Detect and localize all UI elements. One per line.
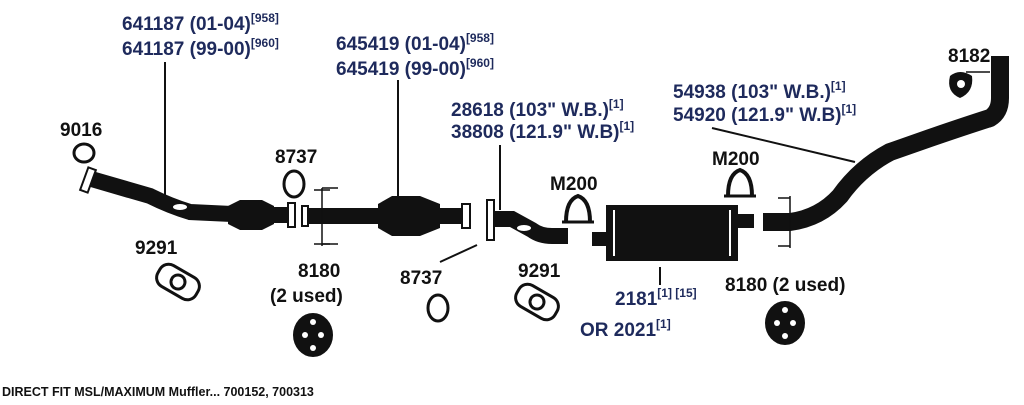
label-9016: 9016 [60,120,102,141]
label-8737-bottom: 8737 [400,268,442,289]
label-645419-01-04: 645419 (01-04)[958] [336,31,494,55]
flange-gasket-9291-left-icon [155,262,201,302]
label-645419-99-00: 645419 (99-00)[960] [336,56,494,80]
label-641187-99-00: 641187 (99-00)[960] [122,36,279,60]
leader-lines [164,62,856,285]
hanger-8182-icon [949,72,973,98]
label-2021: OR 2021[1] [580,317,671,341]
gasket-8737-top-icon [282,169,306,199]
label-641187-01-04: 641187 (01-04)[958] [122,11,279,35]
muffler [592,205,754,261]
label-9291-left: 9291 [135,238,178,259]
gasket-9016-icon [72,142,96,164]
clamp-m200-right-icon [724,167,756,198]
label-8182: 8182 [948,46,990,67]
label-9291-right: 9291 [518,261,561,282]
label-54920: 54920 (121.9" W.B)[1] [673,102,856,126]
label-m200-right: M200 [712,149,760,170]
label-m200-left: M200 [550,174,598,195]
label-8180-right: 8180 (2 used) [725,275,845,296]
label-54938: 54938 (103" W.B.)[1] [673,79,846,103]
clamp-m200-left-icon [562,193,594,224]
label-8180-left-qty: (2 used) [270,286,343,307]
label-38808: 38808 (121.9" W.B)[1] [451,119,634,143]
label-8737-top: 8737 [275,147,317,168]
tailpipe [763,56,1009,248]
gasket-8737-bottom-icon [426,293,450,323]
label-8180-left: 8180 [298,261,340,282]
catalytic-converter [301,187,471,246]
intermediate-pipe [486,199,568,244]
footer-caption: DIRECT FIT MSL/MAXIMUM Muffler... 700152… [2,385,314,399]
label-2181: 2181[1] [15] [615,286,697,310]
label-28618: 28618 (103" W.B.)[1] [451,97,624,121]
hanger-8180-right-icon [765,301,805,345]
flange-gasket-9291-right-icon [514,282,560,322]
front-pipe [78,166,296,230]
hanger-8180-left-icon [293,313,333,357]
